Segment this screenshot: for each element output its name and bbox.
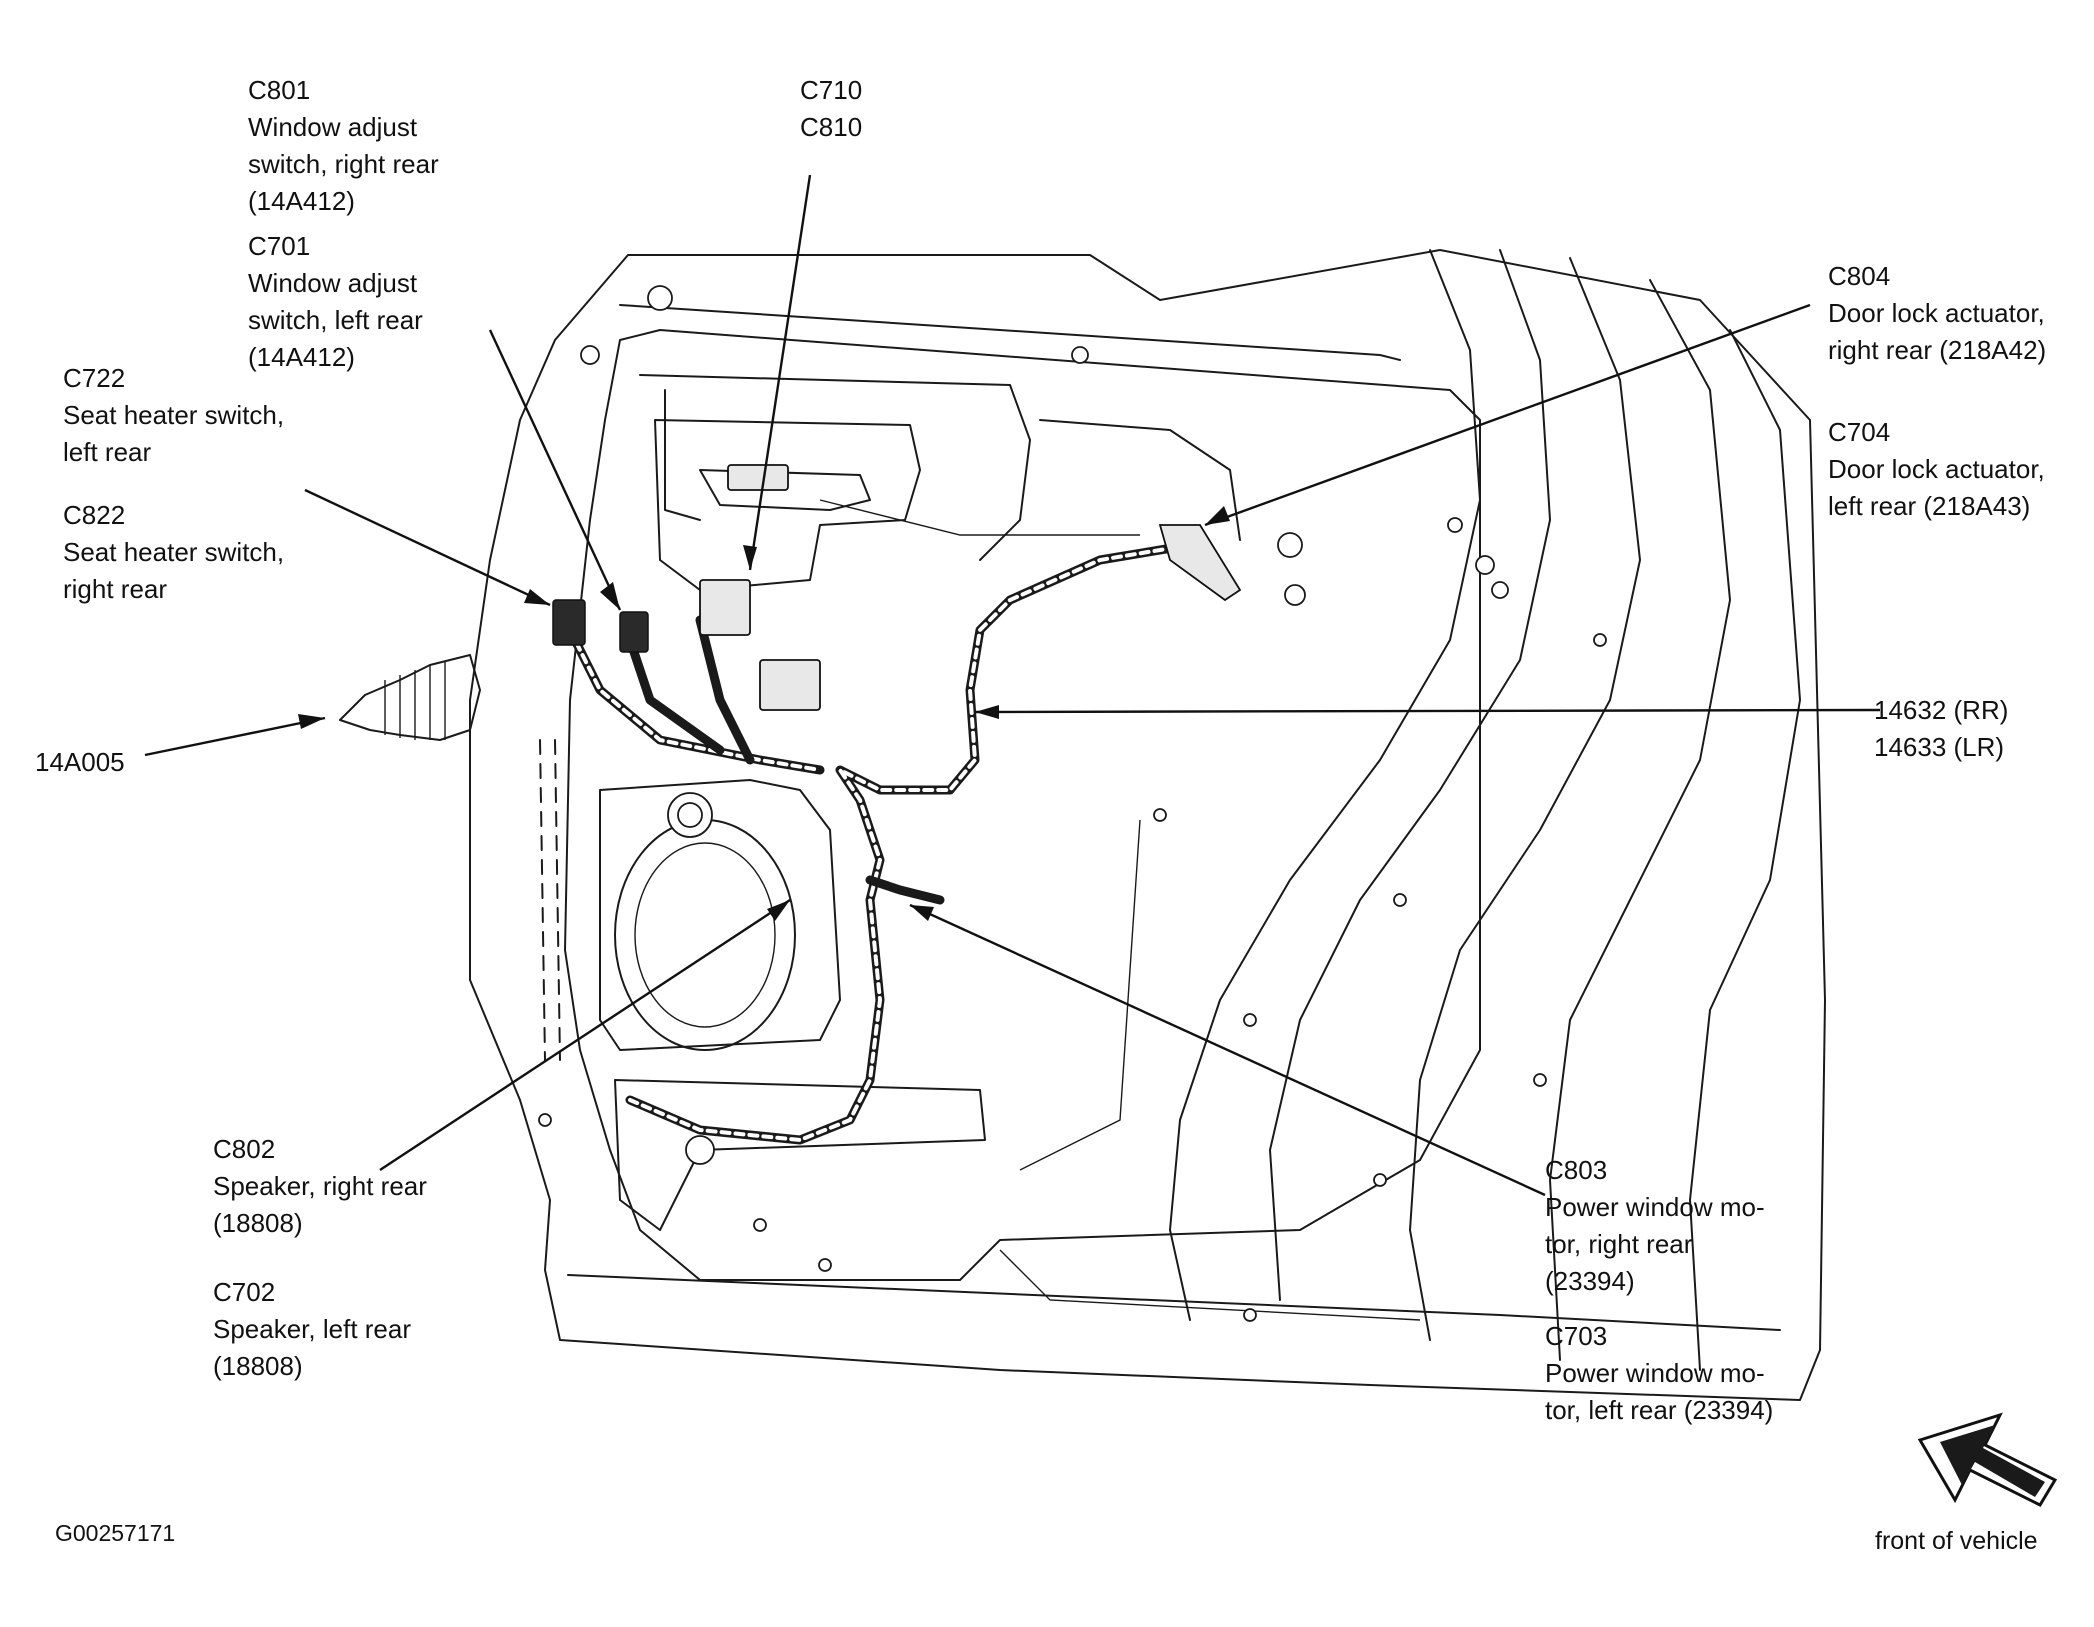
callout-c702: C702 Speaker, left rear (18808) (213, 1274, 411, 1385)
part-number: 14A005 (35, 747, 125, 777)
connector-id: C822 (63, 500, 126, 530)
callout-text: tor, right rear (1545, 1229, 1693, 1259)
connector-id: C702 (213, 1277, 276, 1307)
connector-id: C801 (248, 75, 311, 105)
callout-c710-c810: C710 C810 (800, 72, 862, 146)
part-number: (18808) (213, 1351, 303, 1381)
wire-harness (565, 499, 1195, 1145)
connector-id: C804 (1828, 261, 1891, 291)
connector-id: C703 (1545, 1321, 1608, 1351)
callout-c802: C802 Speaker, right rear (18808) (213, 1131, 427, 1242)
door-pocket (614, 1079, 986, 1231)
callout-text: Power window mo- (1545, 1192, 1765, 1222)
callout-text: Door lock actuator, (1828, 298, 2045, 328)
part-number: 14633 (LR) (1874, 732, 2005, 762)
callout-c804: C804 Door lock actuator, right rear (218… (1828, 258, 2046, 369)
callout-text: Window adjust (248, 112, 418, 142)
speaker (599, 779, 841, 1051)
callout-c722: C722 Seat heater switch, left rear (63, 360, 284, 471)
connector-id: C802 (213, 1134, 276, 1164)
mounting-holes (538, 285, 1607, 1322)
callout-text: left rear (218A43) (1828, 491, 2031, 521)
front-of-vehicle-label: front of vehicle (1875, 1527, 2038, 1555)
callout-text: tor, left rear (23394) (1545, 1395, 1774, 1425)
connector-id: C803 (1545, 1155, 1608, 1185)
connector-id: C710 (800, 75, 863, 105)
part-number: (18808) (213, 1208, 303, 1238)
callout-text: Speaker, right rear (213, 1171, 427, 1201)
callout-text: Window adjust (248, 268, 418, 298)
callout-c703: C703 Power window mo- tor, left rear (23… (1545, 1318, 1773, 1429)
figure-id: G00257171 (55, 1520, 176, 1546)
leader-arrowheads (298, 506, 1230, 921)
callout-text: switch, right rear (248, 149, 439, 179)
connector-id: C701 (248, 231, 311, 261)
part-number: (14A412) (248, 186, 355, 216)
connector-id: C722 (63, 363, 126, 393)
callout-c801: C801 Window adjust switch, right rear (1… (248, 72, 439, 220)
leader-lines (144, 174, 1881, 1197)
part-number: 14632 (RR) (1874, 695, 2009, 725)
door-shell (469, 249, 1826, 1401)
callout-harness: 14632 (RR) 14633 (LR) (1874, 692, 2008, 766)
callout-text: switch, left rear (248, 305, 423, 335)
callout-text: right rear (63, 574, 168, 604)
callout-text: Seat heater switch, (63, 537, 285, 567)
callout-text: Power window mo- (1545, 1358, 1765, 1388)
callout-c701: C701 Window adjust switch, left rear (14… (248, 228, 423, 376)
front-direction-arrow (1917, 1412, 2058, 1507)
grommet-boot (339, 654, 481, 741)
inner-panel (564, 329, 1481, 1281)
connectors (552, 524, 1242, 711)
callout-c822: C822 Seat heater switch, right rear (63, 497, 284, 608)
connector-id: C704 (1828, 417, 1891, 447)
part-number: (14A412) (248, 342, 355, 372)
callout-text: Seat heater switch, (63, 400, 285, 430)
callout-text: Speaker, left rear (213, 1314, 411, 1344)
callout-text: Door lock actuator, (1828, 454, 2045, 484)
part-number: (23394) (1545, 1266, 1635, 1296)
callout-text: left rear (63, 437, 152, 467)
callout-14a005: 14A005 (35, 744, 125, 781)
hinge-pillar (539, 739, 561, 1061)
callout-c704: C704 Door lock actuator, left rear (218A… (1828, 414, 2045, 525)
connector-id: C810 (800, 112, 863, 142)
callout-c803: C803 Power window mo- tor, right rear (2… (1545, 1152, 1765, 1300)
latch-module (654, 419, 921, 591)
callout-text: right rear (218A42) (1828, 335, 2047, 365)
